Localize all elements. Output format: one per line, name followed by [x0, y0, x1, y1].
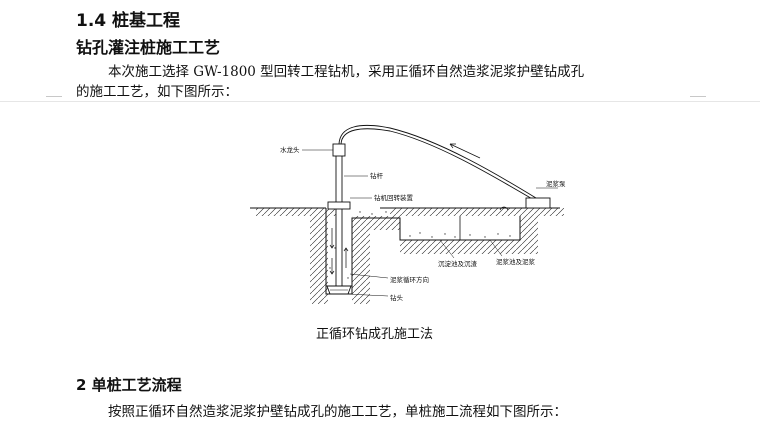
- paragraph-line: 的施工工艺，如下图所示：: [76, 84, 238, 100]
- pit-sediment: [329, 211, 511, 279]
- paragraph-line: 按照正循环自然造浆泥浆护壁钻成孔的施工工艺，单桩施工流程如下图所示：: [108, 404, 567, 420]
- drilling-diagram: 水龙头 钻杆 钻机回转装置 泥浆泵 沉淀池及沉渣 泥浆池及泥浆 泥浆循环方向 钻…: [250, 125, 566, 304]
- margin-marker-left: [46, 96, 62, 97]
- page-break-rule: [0, 101, 760, 102]
- section-heading: 1.4 桩基工程: [76, 11, 181, 31]
- ground-hatch: [256, 208, 564, 304]
- circulation-arrows: [329, 228, 349, 275]
- mud-pump: [525, 197, 551, 209]
- label-rotary-device: 钻机回转装置: [374, 193, 414, 202]
- flow-arrow: [449, 143, 481, 159]
- margin-marker-right: [690, 96, 706, 97]
- figure-caption: 正循环钻成孔施工法: [316, 327, 434, 342]
- label-settling-pit: 沉淀池及沉渣: [438, 259, 478, 268]
- label-mud-pit: 泥浆池及泥浆: [496, 257, 536, 266]
- section-heading: 2 单桩工艺流程: [76, 376, 182, 394]
- label-swivel: 水龙头: [280, 145, 300, 154]
- swivel: [332, 143, 346, 157]
- label-mud-flow: 泥浆循环方向: [390, 275, 429, 284]
- mud-hose: [338, 125, 537, 199]
- rotary-device: [327, 201, 351, 210]
- subsection-heading: 钻孔灌注桩施工工艺: [76, 38, 221, 57]
- paragraph-line: 本次施工选择 GW-1800 型回转工程钻机，采用正循环自然造浆泥浆护壁钻成孔: [108, 64, 585, 80]
- drill-rod: [335, 153, 343, 289]
- label-drill-bit: 钻头: [390, 293, 404, 302]
- label-mud-pump: 泥浆泵: [546, 179, 566, 188]
- label-drill-rod: 钻杆: [370, 171, 384, 180]
